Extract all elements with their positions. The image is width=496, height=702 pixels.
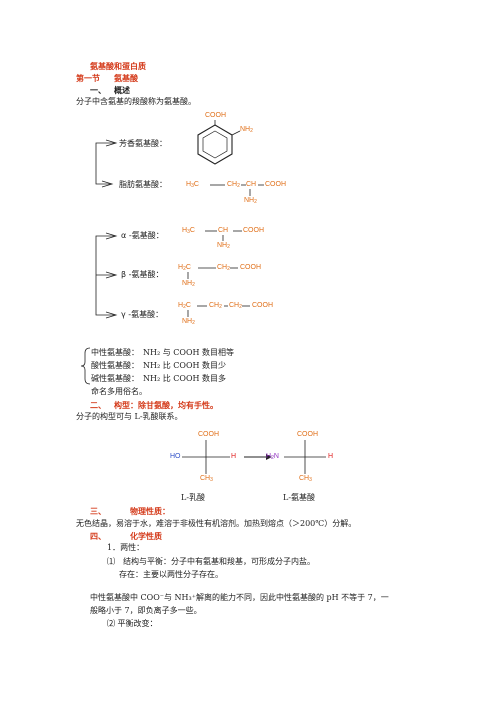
alpha-ch: CH	[218, 227, 229, 234]
heading-3-num: 三、	[90, 506, 106, 516]
gamma-ch2-b: CH2	[229, 302, 242, 310]
aliphatic-h3c: H3C	[186, 181, 199, 189]
aromatic-amino-acid-label: 芳香氨基酸：	[119, 139, 167, 148]
amino-acid-caption: L-氨基酸	[283, 493, 316, 502]
gamma-nh2: NH2	[182, 318, 195, 326]
neutral-ph-paragraph-line-2: 般略小于 7，即负离子多一些。	[90, 606, 202, 615]
chem-prop-item-1: 1．两性：	[107, 543, 145, 552]
benzene-nh2-label: NH2	[240, 126, 253, 134]
gamma-amino-acid-label: γ -氨基酸：	[121, 310, 164, 319]
acidic-amino-acid-text: 酸性氨基酸： NH₂ 比 COOH 数目少	[91, 361, 227, 370]
beta-ch2: CH2	[217, 264, 230, 272]
gamma-cooh: COOH	[252, 302, 273, 309]
alpha-cooh: COOH	[243, 227, 264, 234]
heading-4-num: 四、	[90, 531, 106, 541]
beta-h2c: H2C	[178, 264, 191, 272]
alpha-nh2: NH2	[217, 242, 230, 250]
lactic-ho: HO	[170, 453, 181, 460]
definition-text: 分子中含氨基的羧酸称为氨基酸。	[76, 97, 196, 106]
document-title: 氨基酸和蛋白质	[90, 61, 146, 71]
neutral-ph-paragraph-line-1: 中性氨基酸中 COO⁻与 NH₃⁺解离的能力不同，因此中性氨基酸的 pH 不等于…	[90, 593, 389, 602]
aliphatic-amino-acid-label: 脂肪氨基酸：	[119, 180, 167, 189]
amino-h: H	[328, 453, 334, 460]
aliphatic-nh2: NH2	[244, 197, 257, 205]
heading-4-title: 化学性质	[130, 531, 162, 541]
alpha-h3c: H3C	[182, 227, 195, 235]
physical-properties-text: 无色结晶，易溶于水，难溶于非极性有机溶剂。加热到熔点（＞200℃）分解。	[76, 519, 357, 528]
heading-3-title: 物理性质：	[130, 506, 170, 516]
section-label: 第一节	[76, 73, 100, 83]
chem-prop-item-1-2: ⑵ 平衡改变：	[107, 619, 158, 628]
beta-nh2: NH2	[182, 280, 195, 288]
aliphatic-ch2: CH2	[227, 181, 240, 189]
beta-amino-acid-label: β -氨基酸：	[121, 270, 164, 279]
amino-h2n: H2N	[266, 453, 279, 461]
benzene-cooh-label: COOH	[205, 112, 226, 119]
amino-ch3: CH3	[299, 475, 312, 483]
gamma-h2c: H2C	[178, 302, 191, 310]
aliphatic-cooh: COOH	[265, 181, 286, 188]
heading-1-num: 一、	[90, 85, 106, 95]
configuration-text: 分子的构型可与 L-乳酸联系。	[76, 412, 183, 421]
section-title: 氨基酸	[114, 73, 138, 83]
aliphatic-ch: CH	[246, 181, 257, 188]
neutral-amino-acid-text: 中性氨基酸： NH₂ 与 COOH 数目相等	[91, 348, 235, 357]
heading-2-title: 构型：除甘氨酸，均有手性。	[114, 400, 218, 410]
lactic-h: H	[231, 453, 237, 460]
gamma-ch2-a: CH2	[209, 302, 222, 310]
chem-prop-item-1-1-note: 存在：主要以两性分子存在。	[119, 570, 223, 579]
heading-2-num: 二、	[90, 400, 106, 410]
naming-text: 命名多用俗名。	[91, 387, 147, 396]
lactic-acid-caption: L-乳酸	[181, 493, 206, 502]
lactic-cooh: COOH	[198, 431, 219, 438]
amino-cooh: COOH	[297, 431, 318, 438]
basic-amino-acid-text: 碱性氨基酸： NH₂ 比 COOH 数目多	[91, 374, 227, 383]
chem-prop-item-1-1: ⑴ 结构与平衡：分子中有氨基和羧基，可形成分子内盐。	[107, 557, 315, 566]
beta-cooh: COOH	[240, 264, 261, 271]
lactic-ch3: CH3	[200, 475, 213, 483]
alpha-amino-acid-label: α -氨基酸：	[121, 231, 164, 240]
heading-1-title: 概述	[114, 85, 130, 95]
